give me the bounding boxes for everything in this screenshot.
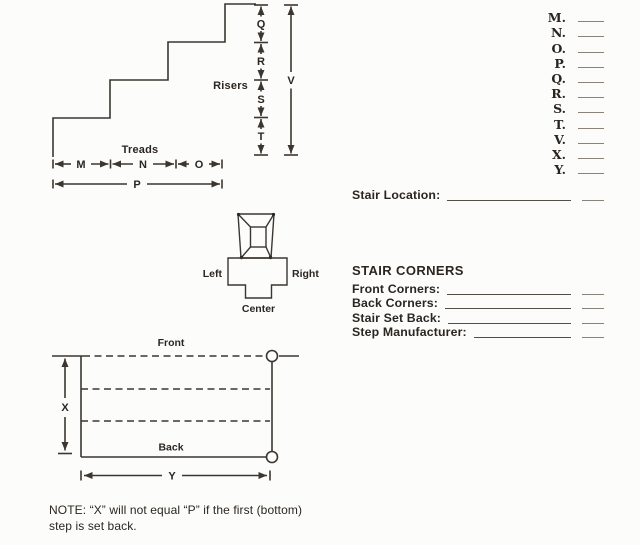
corner-center-label: Center bbox=[242, 303, 275, 315]
plan-back-label: Back bbox=[158, 442, 183, 454]
measurement-letter: X. bbox=[551, 146, 566, 162]
back-corners-label: Back Corners: bbox=[352, 296, 439, 311]
step-manufacturer-short-line bbox=[582, 336, 604, 338]
measurement-row-p: P. bbox=[544, 55, 606, 70]
measurement-row-o: O. bbox=[544, 39, 606, 56]
measurement-letter: O. bbox=[551, 40, 566, 56]
measurement-letter: V. bbox=[554, 131, 566, 147]
measurement-blank-line bbox=[578, 173, 604, 175]
measurement-blank-line bbox=[578, 66, 604, 68]
corner-right-label: Right bbox=[292, 268, 319, 280]
riser-letter-t: T bbox=[258, 131, 265, 143]
note-line-2: step is set back. bbox=[49, 518, 137, 533]
riser-dimension-column: Q R S T Risers bbox=[213, 4, 268, 156]
stair-corners-section: STAIR CORNERS Front Corners: Back Corner… bbox=[352, 264, 604, 339]
total-run-dimension-row: P bbox=[52, 179, 223, 191]
measurement-blank-line bbox=[578, 127, 604, 129]
stair-location-short-line bbox=[582, 200, 604, 201]
stair-outline bbox=[52, 3, 256, 157]
y-dimension-letter: Y bbox=[168, 471, 176, 483]
front-corners-blank-line bbox=[447, 294, 571, 296]
corner-step-3d-view bbox=[236, 212, 276, 260]
measurement-row-y: Y. bbox=[544, 161, 606, 176]
measurement-blank-line bbox=[578, 157, 604, 159]
stair-location-blank-line bbox=[447, 200, 571, 201]
corner-left-label: Left bbox=[203, 268, 223, 280]
measurement-letter: N. bbox=[551, 25, 566, 41]
riser-letter-s: S bbox=[257, 94, 264, 106]
measurement-row-r: R. bbox=[544, 85, 606, 100]
measurement-letter: R. bbox=[551, 86, 566, 102]
corner-step-plan-shape bbox=[227, 257, 288, 299]
measurement-row-m: M. bbox=[544, 9, 606, 24]
back-corner-marker-circle bbox=[265, 450, 279, 464]
measurement-blank-line bbox=[578, 81, 604, 83]
step-manufacturer-field: Step Manufacturer: bbox=[352, 325, 604, 339]
tread-dimension-row: M N O bbox=[52, 159, 223, 171]
plan-front-label: Front bbox=[158, 337, 185, 349]
note-line-1: NOTE: “X” will not equal “P” if the firs… bbox=[49, 503, 303, 517]
corner-detail-diagram: Left Right Center bbox=[203, 212, 319, 315]
step-manufacturer-blank-line bbox=[473, 336, 571, 338]
risers-label: Risers bbox=[213, 80, 248, 92]
plan-outline bbox=[52, 349, 299, 464]
stair-location-label: Stair Location: bbox=[352, 188, 441, 202]
front-corners-short-line bbox=[582, 294, 604, 296]
measurement-row-v: V. bbox=[544, 131, 606, 146]
y-dimension: Y bbox=[80, 470, 271, 483]
measurement-blank-line bbox=[578, 97, 604, 99]
measurement-letter: P. bbox=[554, 55, 566, 71]
measurement-blank-line bbox=[578, 51, 604, 53]
total-rise-letter: V bbox=[287, 75, 295, 87]
stair-location-field: Stair Location: bbox=[352, 189, 604, 202]
measurement-row-n: N. bbox=[544, 24, 606, 39]
tread-letter-o: O bbox=[195, 159, 204, 171]
measurement-blank-line bbox=[578, 142, 604, 144]
measurement-blank-line bbox=[578, 112, 604, 114]
measurement-letter: T. bbox=[553, 116, 566, 132]
front-corners-label: Front Corners: bbox=[352, 282, 441, 297]
measurement-letter: M. bbox=[547, 10, 566, 26]
riser-letter-r: R bbox=[257, 56, 265, 68]
stair-set-back-short-line bbox=[582, 322, 604, 324]
back-corners-field: Back Corners: bbox=[352, 296, 604, 310]
front-corners-field: Front Corners: bbox=[352, 282, 604, 296]
measurement-letter: Q. bbox=[551, 70, 566, 86]
treads-label: Treads bbox=[122, 144, 159, 156]
note-text: NOTE: “X” will not equal “P” if the firs… bbox=[49, 503, 379, 535]
tread-letter-n: N bbox=[139, 159, 147, 171]
total-rise-dimension: V bbox=[284, 4, 298, 156]
back-corners-short-line bbox=[582, 308, 604, 310]
stair-corners-heading: STAIR CORNERS bbox=[352, 263, 464, 278]
measurement-row-x: X. bbox=[544, 146, 606, 161]
riser-letter-q: Q bbox=[257, 19, 266, 31]
tread-letter-m: M bbox=[76, 159, 85, 171]
total-run-letter: P bbox=[133, 179, 140, 191]
front-corner-marker-circle bbox=[265, 349, 279, 363]
stair-set-back-label: Stair Set Back: bbox=[352, 310, 442, 325]
x-dimension-letter: X bbox=[61, 402, 69, 414]
x-dimension: X bbox=[58, 358, 72, 455]
measurement-row-s: S. bbox=[544, 100, 606, 115]
measurement-letter: Y. bbox=[554, 162, 566, 178]
plan-view-diagram: Front X Back Y bbox=[52, 337, 299, 483]
measurement-list: M. N. O. P. Q. R. S. T. V. X. Y. bbox=[544, 9, 606, 176]
measurement-letter: S. bbox=[553, 101, 566, 117]
measurement-blank-line bbox=[578, 21, 604, 23]
measurement-row-t: T. bbox=[544, 115, 606, 132]
stair-set-back-field: Stair Set Back: bbox=[352, 310, 604, 324]
step-manufacturer-label: Step Manufacturer: bbox=[352, 324, 467, 339]
stair-set-back-blank-line bbox=[448, 322, 571, 324]
measurement-row-q: Q. bbox=[544, 70, 606, 85]
back-corners-blank-line bbox=[445, 308, 571, 310]
staircase-diagram: Q R S T Risers V Treads bbox=[52, 3, 298, 191]
measurement-blank-line bbox=[578, 36, 604, 38]
